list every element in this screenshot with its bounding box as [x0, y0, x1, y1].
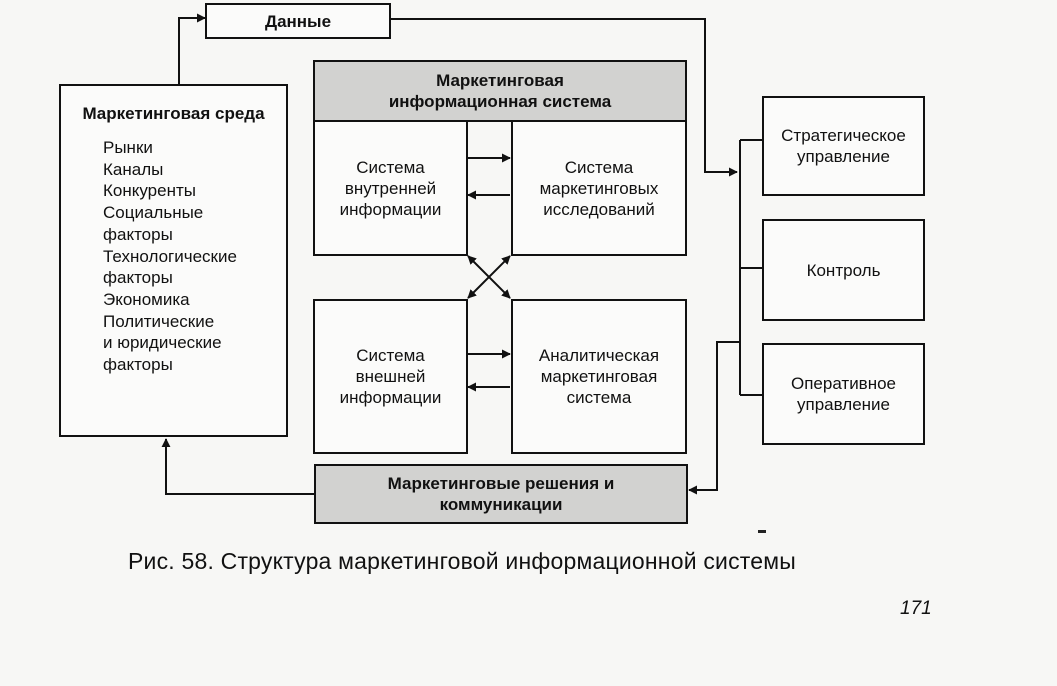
marketing-environment-box: Маркетинговая среда Рынки Каналы Конкуре… [59, 84, 288, 437]
environment-item: факторы [103, 268, 173, 288]
environment-item: факторы [103, 355, 173, 375]
operational-label: Оперативное управление [790, 374, 897, 414]
mis-title: Маркетинговая информационная система [388, 71, 612, 111]
environment-title: Маркетинговая среда [82, 104, 265, 123]
environment-item: Социальные [103, 203, 204, 223]
environment-item: Конкуренты [103, 181, 196, 201]
arrow-environment-to-data [178, 13, 206, 84]
arrow-cross-diagonal-b [467, 255, 511, 299]
decisions-box: Маркетинговые решения и коммуникации [314, 464, 688, 524]
analytic-box: Аналитическая маркетинговая система [511, 299, 687, 454]
external-info-box: Система внешней информации [313, 299, 468, 454]
strategic-label: Стратегическое управление [781, 126, 906, 166]
page-number: 171 [900, 598, 932, 619]
mis-title-box: Маркетинговая информационная система [313, 60, 687, 122]
figure-caption: Рис. 58. Структура маркетинговой информа… [128, 548, 796, 574]
environment-list: Рынки Каналы Конкуренты Социальные факто… [103, 137, 286, 376]
external-info-label: Система внешней информации [339, 346, 442, 407]
control-box: Контроль [762, 219, 925, 321]
data-box: Данные [205, 3, 391, 39]
data-label: Данные [264, 11, 332, 31]
analytic-label: Аналитическая маркетинговая система [538, 346, 660, 407]
strategic-management-box: Стратегическое управление [762, 96, 925, 196]
environment-item: Экономика [103, 289, 190, 309]
arrow-management-to-decisions [688, 341, 740, 495]
environment-item: Рынки [103, 138, 153, 157]
operational-management-box: Оперативное управление [762, 343, 925, 445]
environment-item: Каналы [103, 159, 164, 179]
environment-item: факторы [103, 224, 173, 244]
arrow-data-to-management [390, 18, 738, 177]
research-box: Система маркетинговых исследований [511, 120, 687, 256]
arrow-decisions-to-environment [161, 438, 314, 495]
research-label: Система маркетинговых исследований [539, 157, 659, 219]
decisions-label: Маркетинговые решения и коммуникации [387, 474, 615, 514]
environment-item: Технологические [103, 246, 237, 266]
environment-item: Политические [103, 311, 215, 331]
scan-mark [758, 530, 766, 533]
internal-info-label: Система внутренней информации [339, 157, 442, 219]
control-label: Контроль [806, 260, 881, 280]
internal-info-box: Система внутренней информации [313, 120, 468, 256]
environment-item: и юридические [103, 333, 222, 353]
